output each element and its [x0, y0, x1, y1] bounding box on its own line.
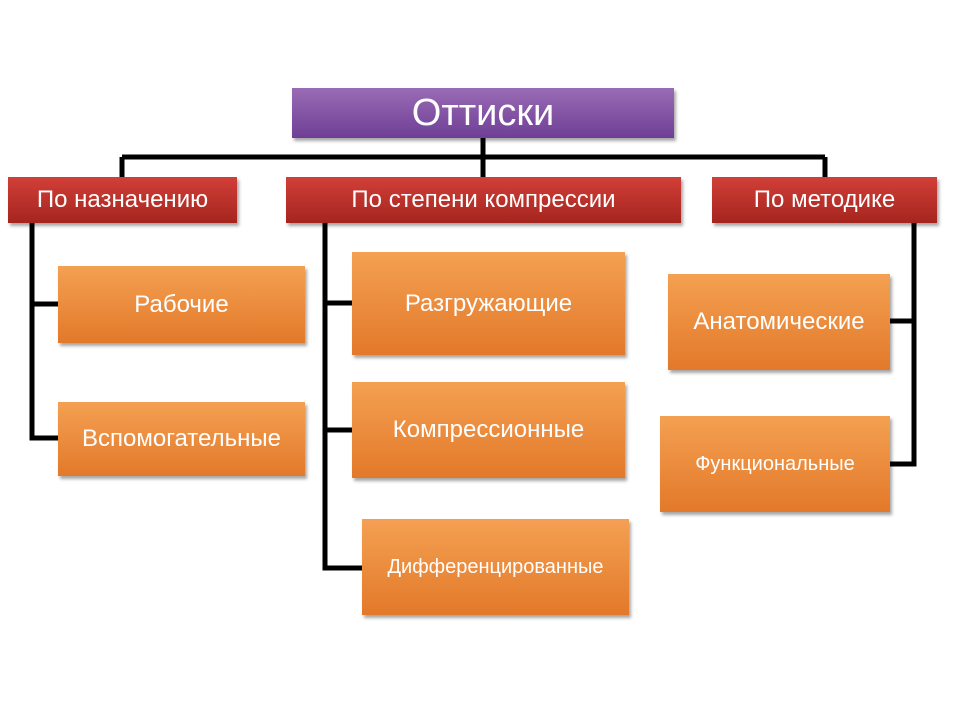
root-label: Оттиски — [411, 91, 555, 134]
item-differentiated: Дифференцированные — [362, 519, 629, 615]
cat3-branch-line — [890, 222, 917, 467]
category-label: По степени компрессии — [351, 186, 616, 213]
category-by-compression: По степени компрессии — [286, 177, 681, 223]
item-label: Компрессионные — [392, 416, 585, 443]
item-label: Разгружающие — [404, 289, 573, 317]
item-working: Рабочие — [58, 266, 305, 343]
item-label: Дифференцированные — [387, 555, 604, 578]
cat2-branch-line — [322, 222, 362, 571]
item-anatomical: Анатомические — [668, 274, 890, 370]
item-unloading: Разгружающие — [352, 252, 625, 355]
cat1-branch-line — [29, 222, 58, 441]
item-label: Анатомические — [693, 308, 865, 335]
item-functional: Функциональные — [660, 416, 890, 512]
item-label: Вспомогательные — [82, 425, 281, 452]
category-label: По методике — [753, 186, 896, 213]
category-by-purpose: По назначению — [8, 177, 237, 223]
root-node: Оттиски — [292, 88, 674, 138]
item-compression: Компрессионные — [352, 382, 625, 478]
category-by-method: По методике — [712, 177, 937, 223]
item-auxiliary: Вспомогательные — [58, 402, 305, 476]
item-label: Рабочие — [134, 290, 229, 318]
category-label: По назначению — [36, 186, 209, 213]
item-label: Функциональные — [695, 452, 855, 475]
